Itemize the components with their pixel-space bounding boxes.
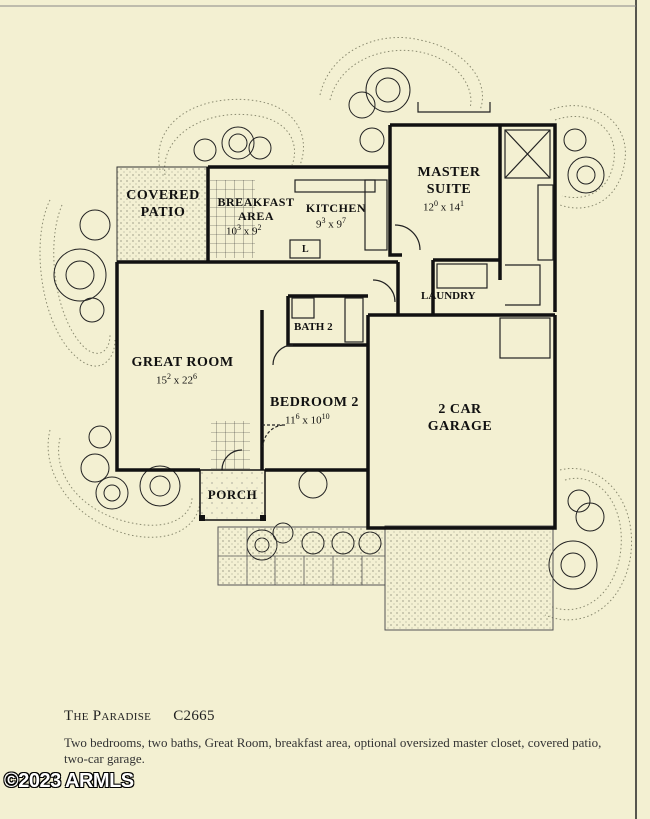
breakfast-dimensions: 103 x 92 bbox=[226, 223, 262, 238]
walls bbox=[115, 123, 557, 530]
master-dim-b-sup: 1 bbox=[460, 199, 464, 208]
breakfast-dim-sep: x bbox=[243, 225, 250, 238]
master-dim-b: 14 bbox=[449, 201, 460, 214]
bedroom2-dim-b-sup: 10 bbox=[321, 412, 330, 421]
bedroom2-dim-b: 10 bbox=[310, 414, 322, 427]
breakfast-line2: AREA bbox=[237, 209, 274, 223]
breakfast-dim-b: 9 bbox=[252, 225, 258, 238]
master-dim-a-sup: 0 bbox=[434, 199, 438, 208]
covered-patio-line1: COVERED bbox=[126, 188, 200, 203]
kitchen-dim-b: 9 bbox=[336, 218, 343, 231]
covered-patio-label: COVERED PATIO bbox=[118, 187, 208, 221]
kitchen-dim-b-sup: 7 bbox=[342, 216, 346, 225]
master-dim-a: 12 bbox=[423, 201, 434, 214]
entry-tile bbox=[211, 421, 250, 469]
garage-line2: GARAGE bbox=[427, 419, 493, 434]
garage-label: 2 CAR GARAGE bbox=[410, 401, 510, 435]
kitchen-name: KITCHEN bbox=[305, 201, 367, 215]
breakfast-dim-a-sup: 3 bbox=[237, 223, 241, 232]
porch-post-right bbox=[260, 515, 266, 521]
plan-description: Two bedrooms, two baths, Great Room, bre… bbox=[64, 735, 602, 766]
master-line1: MASTER bbox=[417, 165, 481, 180]
kitchen-dimensions: 93 x 97 bbox=[316, 216, 346, 231]
great-room-dim-a: 15 bbox=[156, 374, 167, 387]
kitchen-dim-a: 9 bbox=[316, 218, 322, 231]
great-room-dim-b: 22 bbox=[182, 374, 193, 387]
garage-line1: 2 CAR bbox=[438, 402, 482, 417]
covered-patio-fill bbox=[116, 166, 209, 263]
kitchen-dim-a-sup: 3 bbox=[321, 216, 326, 225]
walkway-joints bbox=[218, 527, 385, 585]
bedroom2-name: BEDROOM 2 bbox=[270, 395, 359, 410]
porch-label: PORCH bbox=[207, 487, 258, 502]
bath2-label: BATH 2 bbox=[294, 321, 333, 333]
plan-title: The Paradise C2665 bbox=[64, 708, 215, 725]
great-room-name: GREAT ROOM bbox=[131, 355, 234, 370]
breakfast-label: BREAKFAST AREA bbox=[210, 195, 302, 223]
bedroom2-dim-a: 11 bbox=[285, 414, 296, 427]
breakfast-tile bbox=[210, 180, 255, 258]
breakfast-dim-b-sup: 2 bbox=[257, 223, 262, 232]
copyright-watermark: ©2023 ARMLS bbox=[4, 770, 134, 792]
great-room-dim-sep: x bbox=[173, 374, 180, 387]
landscape-outlines bbox=[39, 36, 632, 621]
great-room-dim-a-sup: 2 bbox=[167, 372, 171, 381]
porch-outline bbox=[199, 469, 266, 521]
master-dim-sep: x bbox=[440, 201, 447, 214]
porch-post-left bbox=[199, 515, 205, 521]
covered-patio-line2: PATIO bbox=[140, 205, 186, 220]
kitchen-label: KITCHEN bbox=[302, 200, 370, 217]
linen-label: L bbox=[302, 244, 309, 255]
plan-name: The Paradise bbox=[64, 708, 152, 724]
kitchen-dim-sep: x bbox=[328, 218, 334, 231]
bedroom2-dim-a-sup: 6 bbox=[295, 412, 300, 421]
interior-lines bbox=[221, 102, 554, 471]
breakfast-line1: BREAKFAST bbox=[217, 195, 295, 209]
laundry-label: LAUNDRY bbox=[421, 290, 476, 302]
master-line2: SUITE bbox=[426, 182, 472, 197]
bedroom2-dim-sep: x bbox=[302, 414, 308, 427]
great-room-dim-b-sup: 6 bbox=[193, 372, 197, 381]
great-room-label: GREAT ROOM bbox=[120, 354, 245, 371]
great-room-dimensions: 152 x 226 bbox=[156, 372, 197, 387]
bedroom2-dimensions: 116 x 1010 bbox=[285, 412, 330, 427]
master-suite-label: MASTER SUITE bbox=[404, 164, 494, 198]
breakfast-dim-a: 10 bbox=[226, 225, 237, 238]
plan-code: C2665 bbox=[173, 708, 215, 724]
master-dimensions: 120 x 141 bbox=[423, 199, 464, 214]
driveway bbox=[384, 525, 554, 631]
bedroom2-label: BEDROOM 2 bbox=[262, 394, 367, 411]
